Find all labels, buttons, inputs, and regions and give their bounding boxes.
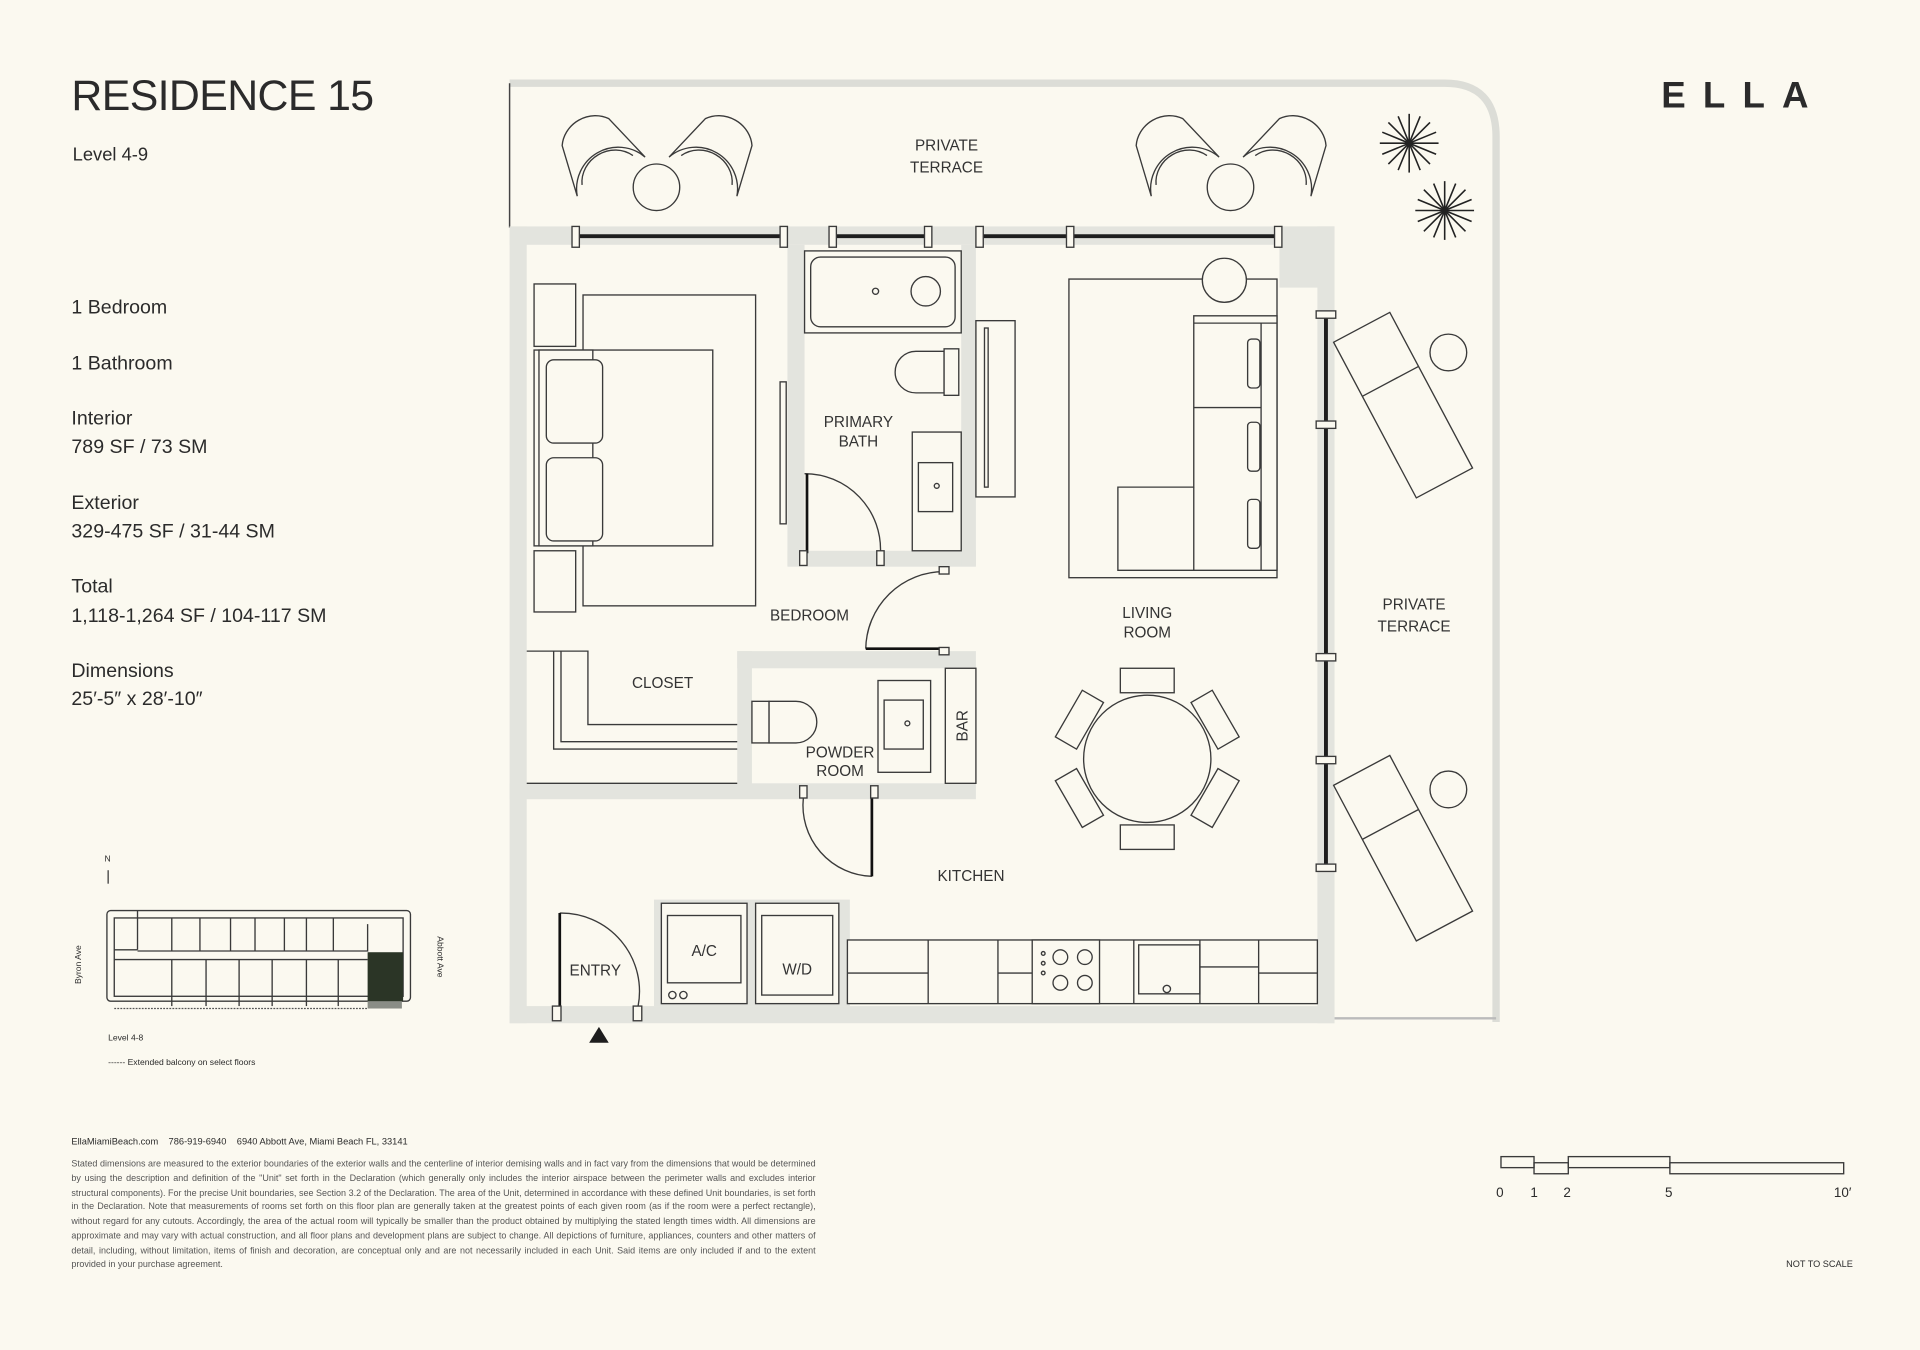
living-furniture [1068,257,1278,579]
label-terrace-top: PRIVATE [915,138,978,155]
vanity [911,431,962,552]
doors [551,472,950,1022]
room-labels: PRIVATE TERRACE PRIMARY BATH BEDROOM LIV… [570,138,1451,980]
label-living: LIVING [1122,605,1172,622]
page-title: RESIDENCE 15 [71,72,373,120]
terrace-chairs [561,115,1327,212]
label-powder: POWDER [806,745,875,762]
unit-specs: 1 Bedroom 1 Bathroom Interior 789 SF / 7… [71,296,326,710]
scale-tick-1: 1 [1530,1185,1537,1200]
bathtub [803,250,962,334]
label-living-2: ROOM [1123,625,1171,642]
floor-plan: PRIVATE TERRACE PRIMARY BATH BEDROOM LIV… [508,79,1500,1043]
interior-label: Interior [71,408,132,430]
sun-loungers [1332,311,1474,942]
label-terrace-top-2: TERRACE [910,160,983,177]
bedrooms: 1 Bedroom [71,296,167,318]
label-ac: A/C [691,943,716,960]
exterior-label: Exterior [71,492,139,514]
label-powder-2: ROOM [816,763,864,780]
scale-bar: 0 1 2 5 10′ NOT TO SCALE [1496,1155,1853,1269]
windows [571,225,1337,873]
appliances [660,902,840,1005]
entry-arrow-icon [589,1026,609,1043]
svg-text:ELLA: ELLA [1661,75,1825,116]
label-terrace-right-2: TERRACE [1378,619,1451,636]
powder-fixtures [751,667,977,784]
label-closet: CLOSET [632,675,693,692]
label-terrace-right: PRIVATE [1383,597,1446,614]
ella-logo: ELLA [1661,75,1825,116]
dimensions-value: 25′-5″ x 28′-10″ [71,688,202,710]
balcony-legend: ------ Extended balcony on select floors [108,1057,255,1067]
scale-tick-10: 10′ [1834,1185,1852,1200]
not-to-scale-note: NOT TO SCALE [1786,1259,1853,1269]
dimensions-label: Dimensions [71,660,173,682]
legal-disclaimer: Stated dimensions are measured to the ex… [71,1157,816,1270]
contact-line: EllaMiamiBeach.com 786-919-6940 6940 Abb… [71,1136,407,1146]
closet-shelving [526,650,738,784]
key-plan-level: Level 4-8 [108,1032,143,1042]
highlighted-unit [367,952,404,1002]
scale-tick-0: 0 [1496,1185,1503,1200]
key-plan: N Byron Ave Abbott Ave Level 4-8 ------ … [73,854,445,1067]
bed [533,283,757,613]
street-abbott: Abbott Ave [435,936,445,977]
label-wd: W/D [782,961,812,978]
label-kitchen: KITCHEN [937,868,1004,885]
level-subtitle: Level 4-9 [73,143,148,164]
scale-tick-2: 2 [1563,1185,1570,1200]
exterior-value: 329-475 SF / 31-44 SM [71,520,275,542]
total-value: 1,118-1,264 SF / 104-117 SM [71,605,326,627]
plant-icon [1379,113,1475,240]
bathrooms: 1 Bathroom [71,353,172,375]
dining-set [1054,667,1241,851]
total-label: Total [71,575,112,597]
label-entry: ENTRY [570,962,622,979]
kitchen-counter [846,939,1319,1005]
interior-value: 789 SF / 73 SM [71,436,207,458]
label-bedroom: BEDROOM [770,608,849,625]
label-primary-bath: PRIMARY [824,414,893,431]
street-byron: Byron Ave [73,945,83,984]
label-bar: BAR [954,710,971,741]
mirror-cabinet [975,319,1016,498]
scale-tick-5: 5 [1665,1185,1672,1200]
north-label: N [104,854,110,864]
toilet [894,348,960,397]
label-primary-bath-2: BATH [839,434,879,451]
